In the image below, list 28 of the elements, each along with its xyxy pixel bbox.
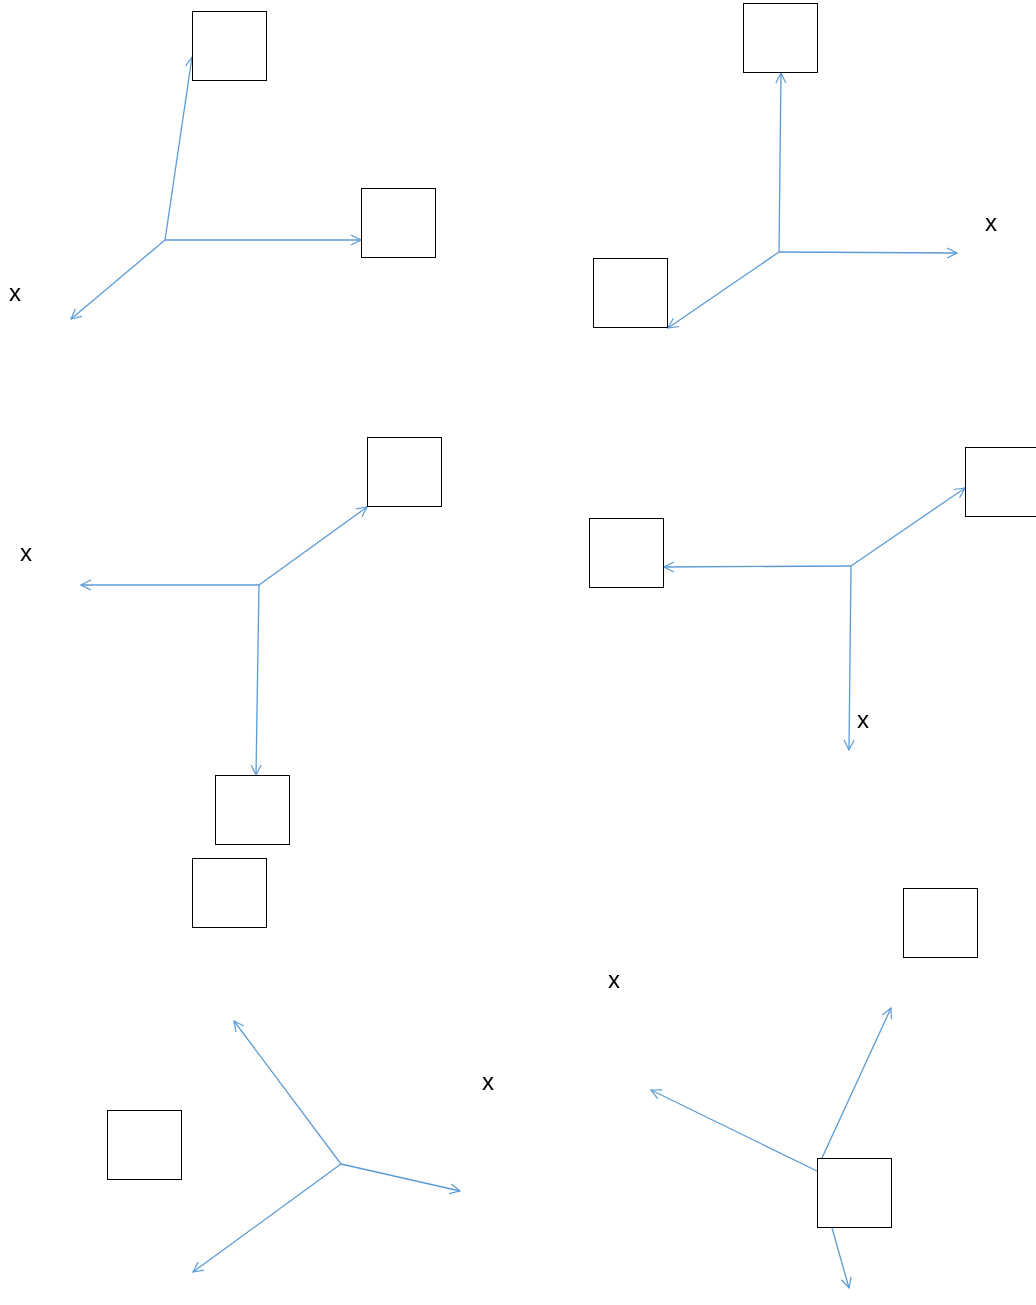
answer-box [593, 258, 668, 328]
answer-box [107, 1110, 182, 1180]
axis-label: x [857, 708, 869, 732]
answer-box [817, 1158, 892, 1228]
arrow [821, 1007, 892, 1159]
answer-box [367, 437, 442, 507]
arrow [258, 506, 368, 586]
arrow [831, 1227, 852, 1289]
arrow [775, 72, 787, 253]
arrow [164, 234, 362, 246]
axis-label: x [9, 281, 21, 305]
axis-label: x [608, 968, 620, 992]
answer-box [743, 3, 818, 73]
arrow [650, 1089, 818, 1172]
arrow [663, 561, 852, 573]
answer-box [361, 188, 436, 258]
answer-box [965, 447, 1036, 517]
arrow [667, 251, 780, 329]
arrow [250, 584, 262, 776]
answer-box [192, 11, 267, 81]
answer-box [589, 518, 664, 588]
answer-box [215, 775, 290, 845]
axis-label: x [482, 1070, 494, 1094]
answer-box [903, 888, 978, 958]
answer-box [192, 858, 267, 928]
axis-label: x [20, 541, 32, 565]
axis-label: x [985, 211, 997, 235]
arrow [850, 487, 966, 567]
